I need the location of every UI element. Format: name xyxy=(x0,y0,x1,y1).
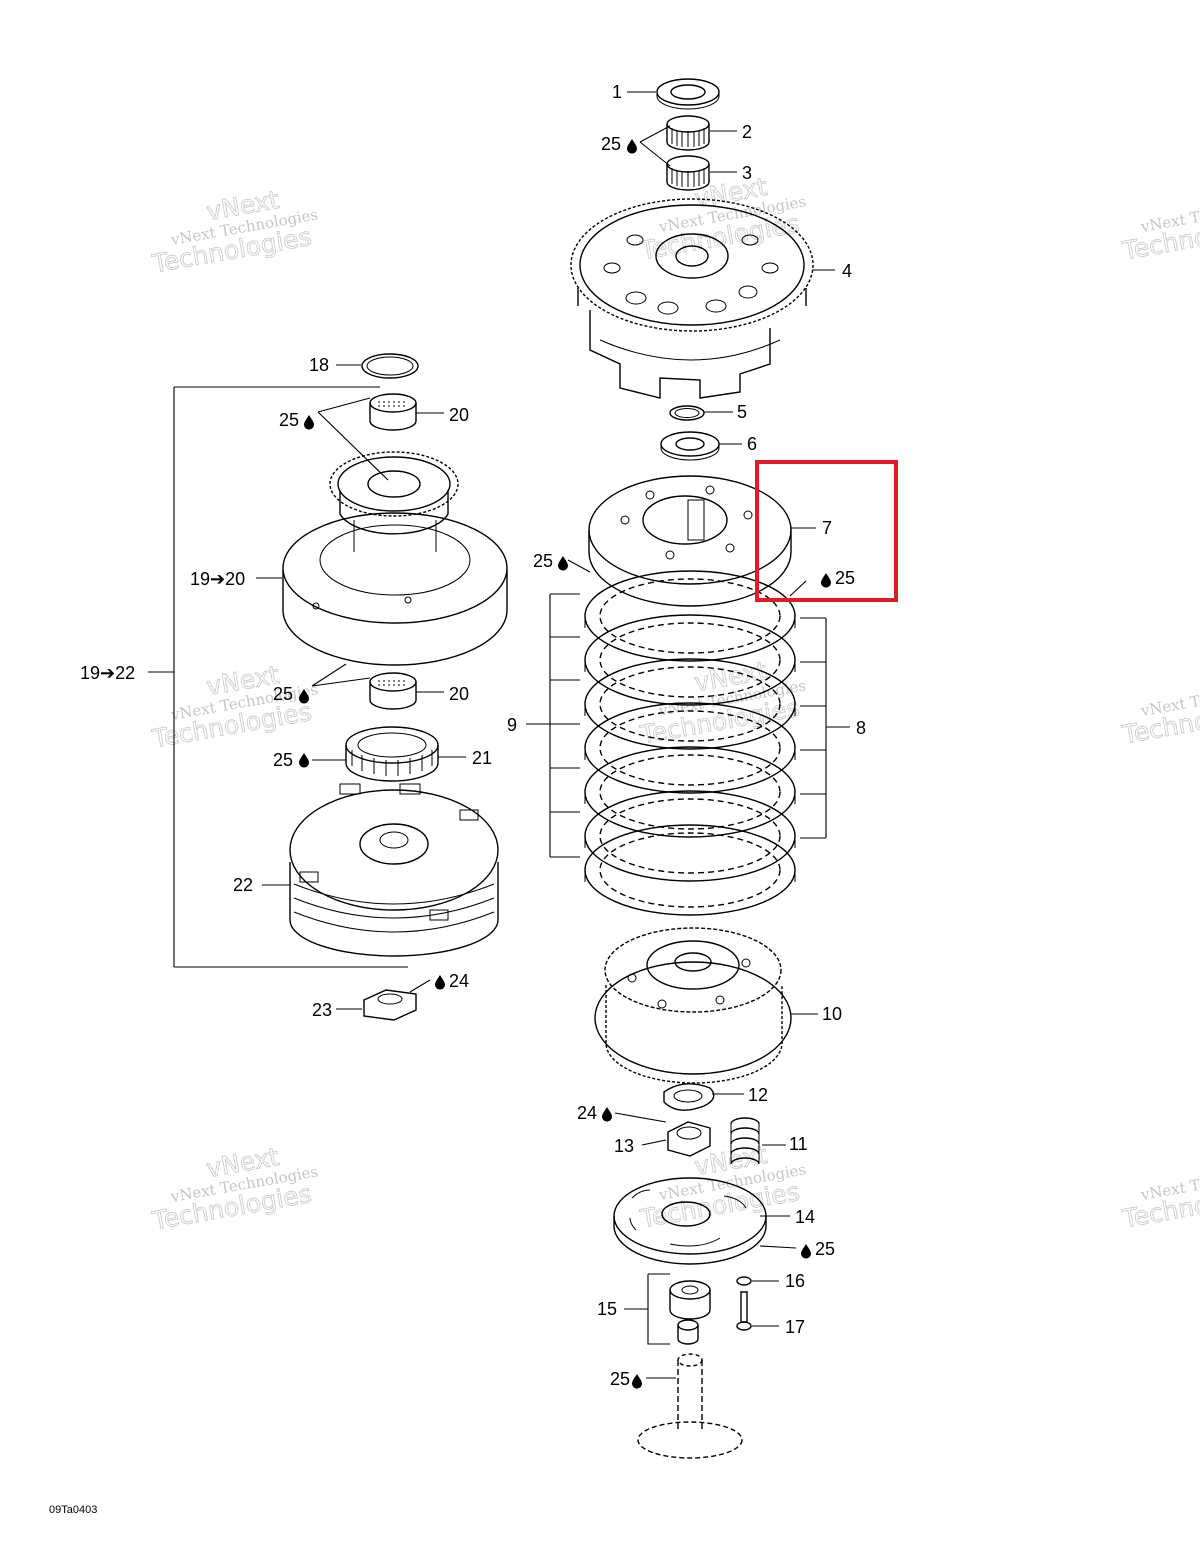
callout-15: 15 xyxy=(597,1299,617,1319)
part-nut-23 xyxy=(363,989,417,1021)
callout-25-plates: 25 xyxy=(533,551,553,571)
part-bushing-20-upper xyxy=(369,393,417,431)
callout-5: 5 xyxy=(737,402,747,422)
callout-7: 7 xyxy=(822,518,832,538)
oil-drop-icon xyxy=(627,139,637,154)
callout-4: 4 xyxy=(842,261,852,281)
part-starter-gear-19 xyxy=(329,451,459,535)
callout-23: 23 xyxy=(312,1000,332,1020)
callout-18: 18 xyxy=(309,355,329,375)
part-sprag-clutch-21 xyxy=(345,726,439,782)
watermark: vNext Technologies Technologies xyxy=(1119,1160,1200,1234)
part-lock-washer-12 xyxy=(663,1083,715,1111)
callout-6: 6 xyxy=(747,434,757,454)
part-screw-17 xyxy=(736,1291,752,1331)
callout-17: 17 xyxy=(785,1317,805,1337)
callout-8: 8 xyxy=(856,718,866,738)
callout-14: 14 xyxy=(795,1207,815,1227)
callout-25-bearings: 25 xyxy=(601,134,621,154)
part-needle-bearing-2 xyxy=(666,115,710,151)
callout-16: 16 xyxy=(785,1271,805,1291)
part-washer-6 xyxy=(660,431,720,461)
callout-22: 22 xyxy=(233,875,253,895)
callout-11: 11 xyxy=(789,1134,808,1154)
callout-20-upper: 20 xyxy=(449,405,469,425)
oil-drop-icon xyxy=(304,415,314,430)
callout-21: 21 xyxy=(472,748,492,768)
oil-drop-icon xyxy=(602,1107,612,1122)
callout-2: 2 xyxy=(742,122,752,142)
watermark: vNext Technologies Technologies xyxy=(1119,192,1200,266)
oil-drop-icon xyxy=(558,556,568,571)
part-clutch-plate-stack xyxy=(584,570,796,916)
part-o-ring-5 xyxy=(669,405,705,421)
callout-3: 3 xyxy=(742,163,752,183)
part-washer-16 xyxy=(736,1276,752,1286)
highlight-box xyxy=(755,460,898,602)
callout-19-to-20: 19➔20 xyxy=(190,569,245,589)
leader-lines xyxy=(148,91,850,1379)
oil-drop-icon xyxy=(821,573,831,588)
part-starter-clutch-22 xyxy=(289,783,499,957)
callout-25-lifter: 25 xyxy=(815,1239,835,1259)
part-spring-11 xyxy=(730,1117,760,1165)
callout-labels: 1 2 3 4 5 6 7 8 9 10 11 12 13 14 15 16 1… xyxy=(80,82,866,1389)
watermark: vNext Technologies Technologies vNext xyxy=(637,1140,807,1234)
callout-24-nut: 24 xyxy=(449,971,469,991)
part-bushing-20-lower xyxy=(369,672,417,710)
watermark: vNext Technologies Technologies vNext xyxy=(637,656,807,750)
callout-25-sprag: 25 xyxy=(273,750,293,770)
callout-25-lower-bushing: 25 xyxy=(273,684,293,704)
callout-20-lower: 20 xyxy=(449,684,469,704)
callout-25-upper-bushing: 25 xyxy=(279,410,299,430)
watermark: vNext Technologies Technologies xyxy=(1119,676,1200,750)
callout-19-to-22: 19➔22 xyxy=(80,663,135,683)
part-one-way-clutch-drum-20 xyxy=(282,512,508,666)
part-pressure-plate-7 xyxy=(588,475,792,607)
callout-25-pressure-plate: 25 xyxy=(835,568,855,588)
oil-drop-icon xyxy=(801,1244,811,1259)
callout-25-push-rod: 25 xyxy=(610,1369,630,1389)
part-clutch-hub-10 xyxy=(594,927,792,1084)
callout-9: 9 xyxy=(507,715,517,735)
oil-drop-icon xyxy=(299,753,309,768)
callout-10: 10 xyxy=(822,1004,842,1024)
part-nut-13 xyxy=(667,1121,711,1157)
part-clutch-housing-gear-4 xyxy=(570,198,814,399)
watermark: vNext Technologies Technologies vNext xyxy=(149,185,319,279)
oil-drop-icon xyxy=(632,1374,642,1389)
diagram-code: 09Ta0403 xyxy=(49,1504,97,1516)
callout-24-hub-nut: 24 xyxy=(577,1103,597,1123)
oil-drop-icon xyxy=(435,975,445,990)
watermark: vNext Technologies Technologies vNext xyxy=(149,660,319,754)
callout-1: 1 xyxy=(612,82,622,102)
callout-13: 13 xyxy=(614,1136,634,1156)
part-o-ring-18 xyxy=(361,353,419,379)
part-bushing-15 xyxy=(677,1319,699,1345)
part-washer-1 xyxy=(656,78,720,110)
watermark: vNext Technologies Technologies vNext xyxy=(149,1142,319,1236)
callout-12: 12 xyxy=(748,1085,768,1105)
part-push-rod xyxy=(637,1353,743,1459)
part-bearing-15 xyxy=(669,1280,711,1320)
